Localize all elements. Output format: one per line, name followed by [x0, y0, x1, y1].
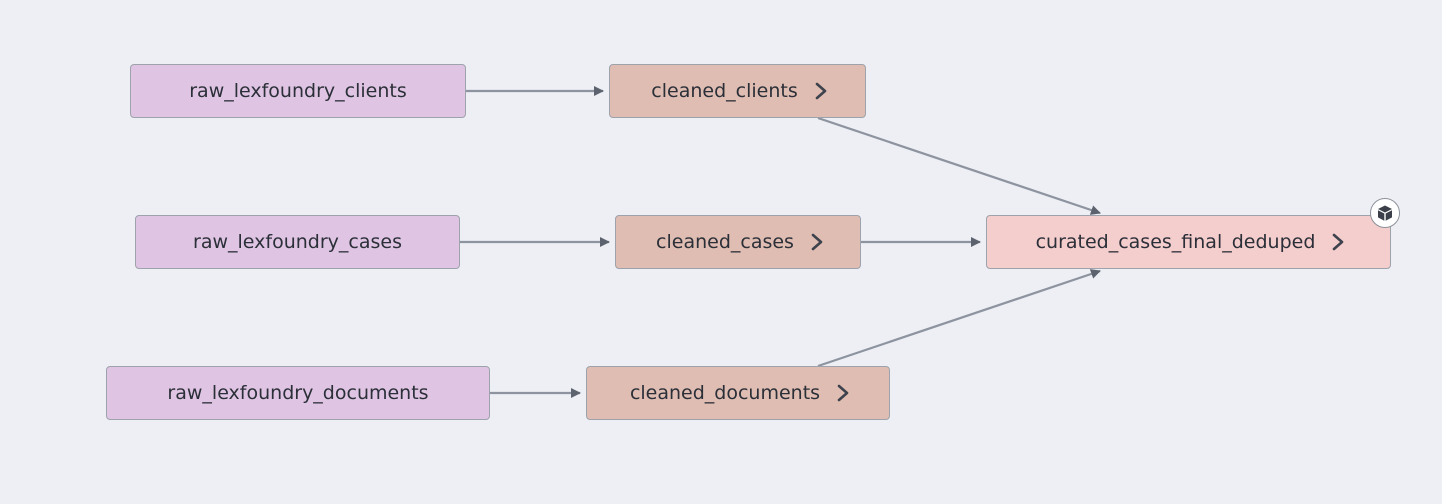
chevron-right-icon[interactable]: [836, 383, 850, 403]
node-label: raw_lexfoundry_documents: [167, 382, 429, 404]
edge-cleaned-clients-to-final: [817, 116, 1101, 215]
node-label: raw_lexfoundry_clients: [189, 80, 407, 102]
node-cleaned-cases[interactable]: cleaned_cases: [615, 215, 861, 269]
node-cleaned-clients[interactable]: cleaned_clients: [609, 64, 866, 118]
chevron-right-icon[interactable]: [814, 81, 828, 101]
node-raw-lexfoundry-cases[interactable]: raw_lexfoundry_cases: [135, 215, 460, 269]
cube-icon[interactable]: [1370, 198, 1400, 228]
node-raw-lexfoundry-clients[interactable]: raw_lexfoundry_clients: [130, 64, 466, 118]
node-label: raw_lexfoundry_cases: [193, 231, 402, 253]
node-cleaned-documents[interactable]: cleaned_documents: [586, 366, 890, 420]
node-curated-cases-final-deduped[interactable]: curated_cases_final_deduped: [986, 215, 1391, 269]
node-label: cleaned_clients: [651, 80, 798, 102]
node-raw-lexfoundry-documents[interactable]: raw_lexfoundry_documents: [106, 366, 490, 420]
node-label: cleaned_documents: [629, 382, 821, 404]
node-label: cleaned_cases: [656, 231, 794, 253]
node-label: curated_cases_final_deduped: [1035, 231, 1316, 253]
edge-cleaned-documents-to-final: [817, 269, 1101, 368]
chevron-right-icon[interactable]: [810, 232, 824, 252]
chevron-right-icon[interactable]: [1331, 232, 1345, 252]
